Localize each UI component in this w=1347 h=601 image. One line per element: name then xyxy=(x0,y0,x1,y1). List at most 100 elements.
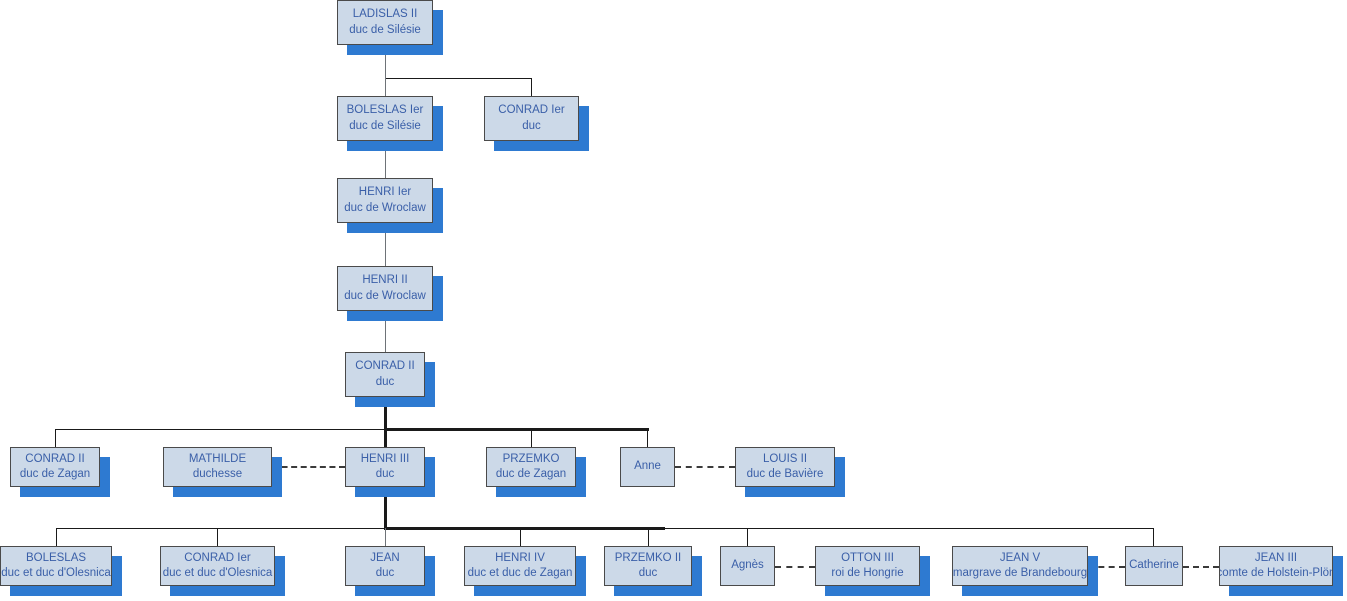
node-body[interactable]: CONRAD II duc de Zagan xyxy=(10,447,100,487)
person-title: duc xyxy=(375,375,395,388)
node-body[interactable]: Catherine xyxy=(1125,546,1183,586)
connector-conrad2-down xyxy=(384,397,387,430)
person-title: duc xyxy=(375,567,395,579)
person-node-conrad2duc[interactable]: CONRAD II duc xyxy=(345,352,435,407)
person-node-jean3[interactable]: JEAN III comte de Holstein-Plön xyxy=(1219,546,1343,596)
person-title: duchesse xyxy=(192,468,243,480)
node-body[interactable]: Anne xyxy=(620,447,675,487)
connector-ladislas-down xyxy=(385,45,386,79)
person-name: CONRAD II xyxy=(355,360,415,373)
person-title: duc de Zagan xyxy=(19,468,91,480)
person-name: HENRI III xyxy=(360,452,410,465)
person-name: CONRAD II xyxy=(25,452,85,465)
person-name: HENRI II xyxy=(362,274,408,287)
person-name: Anne xyxy=(634,460,661,473)
connector-drop-przemko2 xyxy=(648,528,649,547)
person-name: JEAN V xyxy=(999,551,1041,564)
person-name: HENRI IV xyxy=(495,551,545,564)
node-body[interactable]: JEAN III comte de Holstein-Plön xyxy=(1219,546,1333,586)
person-name: MATHILDE xyxy=(188,452,247,465)
connector-bus-henri3-children-far-right xyxy=(664,528,1154,529)
connector-bus-conrad2-children-left xyxy=(55,429,385,430)
person-title: margrave de Brandebourg xyxy=(952,567,1088,579)
node-body[interactable]: CONRAD Ier duc xyxy=(484,96,579,141)
node-body[interactable]: MATHILDE duchesse xyxy=(163,447,272,487)
person-node-przemko[interactable]: PRZEMKO duc de Zagan xyxy=(486,447,586,497)
node-body[interactable]: JEAN V margrave de Brandebourg xyxy=(952,546,1088,586)
person-node-conrad1[interactable]: CONRAD Ier duc xyxy=(484,96,589,151)
person-name: PRZEMKO xyxy=(502,452,560,465)
person-node-mathilde[interactable]: MATHILDE duchesse xyxy=(163,447,282,497)
connector-to-conrad1 xyxy=(531,78,532,97)
person-node-catherine[interactable]: Catherine xyxy=(1125,546,1183,586)
marriage-jean5-catherine xyxy=(1088,566,1125,568)
person-title: duc et duc d'Olesnica xyxy=(1,567,111,579)
node-body[interactable]: CONRAD II duc xyxy=(345,352,425,397)
connector-drop-catherine xyxy=(1153,528,1154,547)
node-body[interactable]: PRZEMKO duc de Zagan xyxy=(486,447,576,487)
person-node-henri3[interactable]: HENRI III duc xyxy=(345,447,435,497)
connector-henri1-henri2 xyxy=(385,223,386,267)
person-name: BOLESLAS Ier xyxy=(346,104,424,117)
person-node-agnes[interactable]: Agnès xyxy=(720,546,775,586)
person-title: duc xyxy=(522,119,541,132)
person-name: LADISLAS II xyxy=(352,8,418,21)
person-node-jean5[interactable]: JEAN V margrave de Brandebourg xyxy=(952,546,1098,596)
connector-to-boleslas1 xyxy=(385,78,386,97)
connector-bus-conrad2-children-right xyxy=(384,428,649,431)
node-body[interactable]: OTTON III roi de Hongrie xyxy=(815,546,920,586)
person-title: roi de Hongrie xyxy=(831,567,904,579)
connector-drop-jean xyxy=(385,528,386,547)
node-body[interactable]: LADISLAS II duc de Silésie xyxy=(337,0,433,45)
node-body[interactable]: BOLESLAS Ier duc de Silésie xyxy=(337,96,433,141)
node-body[interactable]: Agnès xyxy=(720,546,775,586)
connector-henri2-conrad2 xyxy=(385,311,386,353)
person-name: OTTON III xyxy=(841,551,894,564)
person-title: duc et duc d'Olesnica xyxy=(162,567,273,579)
connector-bus-henri3-children-left xyxy=(56,528,384,529)
marriage-agnes-otton3 xyxy=(775,566,815,568)
connector-boleslas1-henri1 xyxy=(385,141,386,179)
person-name: HENRI Ier xyxy=(358,186,412,199)
connector-drop-henri4 xyxy=(520,528,521,547)
person-node-anne[interactable]: Anne xyxy=(620,447,675,487)
person-title: comte de Holstein-Plön xyxy=(1219,567,1333,579)
person-node-conrad2zag[interactable]: CONRAD II duc de Zagan xyxy=(10,447,110,497)
marriage-catherine-jean3 xyxy=(1183,566,1219,568)
connector-drop-conrad2-zagan xyxy=(55,429,56,448)
node-body[interactable]: HENRI II duc de Wroclaw xyxy=(337,266,433,311)
node-body[interactable]: HENRI III duc xyxy=(345,447,425,487)
person-title: duc de Zagan xyxy=(495,468,567,480)
person-title: duc de Bavière xyxy=(746,468,824,480)
person-node-boleslas1[interactable]: BOLESLAS Ier duc de Silésie xyxy=(337,96,443,151)
person-node-ladislas2[interactable]: LADISLAS II duc de Silésie xyxy=(337,0,443,55)
connector-drop-przemko xyxy=(531,429,532,448)
connector-drop-conrad1-olesnica xyxy=(217,528,218,547)
person-title: duc xyxy=(375,468,395,480)
person-title: duc de Wroclaw xyxy=(344,289,426,302)
person-title: duc xyxy=(638,567,658,579)
connector-drop-anne xyxy=(647,429,648,448)
connector-drop-agnes xyxy=(747,528,748,547)
person-title: duc de Silésie xyxy=(349,23,421,36)
person-node-otton3[interactable]: OTTON III roi de Hongrie xyxy=(815,546,930,596)
person-name: CONRAD Ier xyxy=(498,104,565,117)
person-name: JEAN III xyxy=(1254,551,1298,564)
person-title: duc de Silésie xyxy=(349,119,421,132)
person-node-henri2[interactable]: HENRI II duc de Wroclaw xyxy=(337,266,443,321)
